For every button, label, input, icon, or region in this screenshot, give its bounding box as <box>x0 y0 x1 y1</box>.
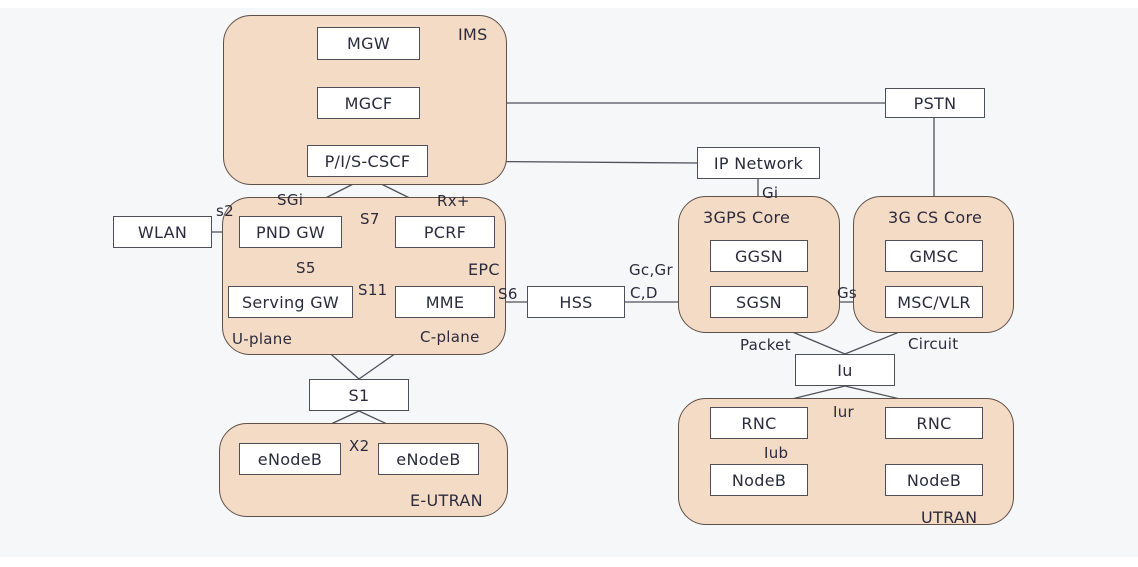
edge-label-x2: X2 <box>349 437 370 455</box>
node-ggsn: GGSN <box>710 240 808 272</box>
edge-label-s7: S7 <box>360 210 380 228</box>
node-enodeb-left: eNodeB <box>239 443 341 475</box>
edge-label-sgi: SGi <box>277 191 304 209</box>
edge-label-s5: S5 <box>296 259 316 277</box>
edge-label-s11: S11 <box>358 281 388 299</box>
edge-label-gc-gr: Gc,Gr <box>629 261 673 279</box>
edge-label-gi: Gi <box>762 184 779 202</box>
node-ip-network: IP Network <box>697 147 820 179</box>
edge-label-circuit: Circuit <box>908 335 959 353</box>
node-enodeb-right: eNodeB <box>378 443 479 475</box>
node-nodeb-left: NodeB <box>710 464 808 496</box>
edge-label-s2: s2 <box>216 202 234 220</box>
edge-label-packet: Packet <box>740 336 791 354</box>
node-rnc-right: RNC <box>885 407 983 439</box>
group-label-3g-cs-core: 3G CS Core <box>888 208 983 227</box>
node-nodeb-right: NodeB <box>885 464 983 496</box>
node-serving-gw: Serving GW <box>228 286 353 318</box>
edge-label-iub: Iub <box>764 444 789 462</box>
edge-label-c-plane: C-plane <box>420 328 480 346</box>
edge-label-s6: S6 <box>498 285 518 303</box>
node-pstn: PSTN <box>885 88 985 118</box>
edge-label-u-plane: U-plane <box>232 330 293 348</box>
node-mgcf: MGCF <box>317 87 420 119</box>
node-sgsn: SGSN <box>710 286 808 318</box>
group-label-ims: IMS <box>458 25 488 44</box>
node-mme: MME <box>395 286 495 318</box>
node-gmsc: GMSC <box>885 240 983 272</box>
node-wlan: WLAN <box>113 216 212 248</box>
node-rnc-left: RNC <box>710 407 808 439</box>
node-msc-vlr: MSC/VLR <box>885 286 983 318</box>
group-label-epc: EPC <box>468 260 500 279</box>
node-p-i-s-cscf: P/I/S-CSCF <box>307 145 428 177</box>
edge-label-rx-plus: Rx+ <box>437 192 470 210</box>
group-label-eutran: E-UTRAN <box>410 491 483 510</box>
edge-label-gs: Gs <box>837 284 858 302</box>
node-hss: HSS <box>527 286 625 318</box>
node-iu: Iu <box>795 354 895 386</box>
edge-label-c-d: C,D <box>630 284 658 302</box>
group-label-utran: UTRAN <box>921 508 978 527</box>
group-label-3g-ps-core: 3GPS Core <box>703 208 791 227</box>
node-mgw: MGW <box>317 27 420 60</box>
edge-label-iur: Iur <box>833 403 854 421</box>
node-s1: S1 <box>309 379 409 411</box>
node-pnd-gw: PND GW <box>239 216 342 248</box>
node-pcrf: PCRF <box>395 216 495 248</box>
